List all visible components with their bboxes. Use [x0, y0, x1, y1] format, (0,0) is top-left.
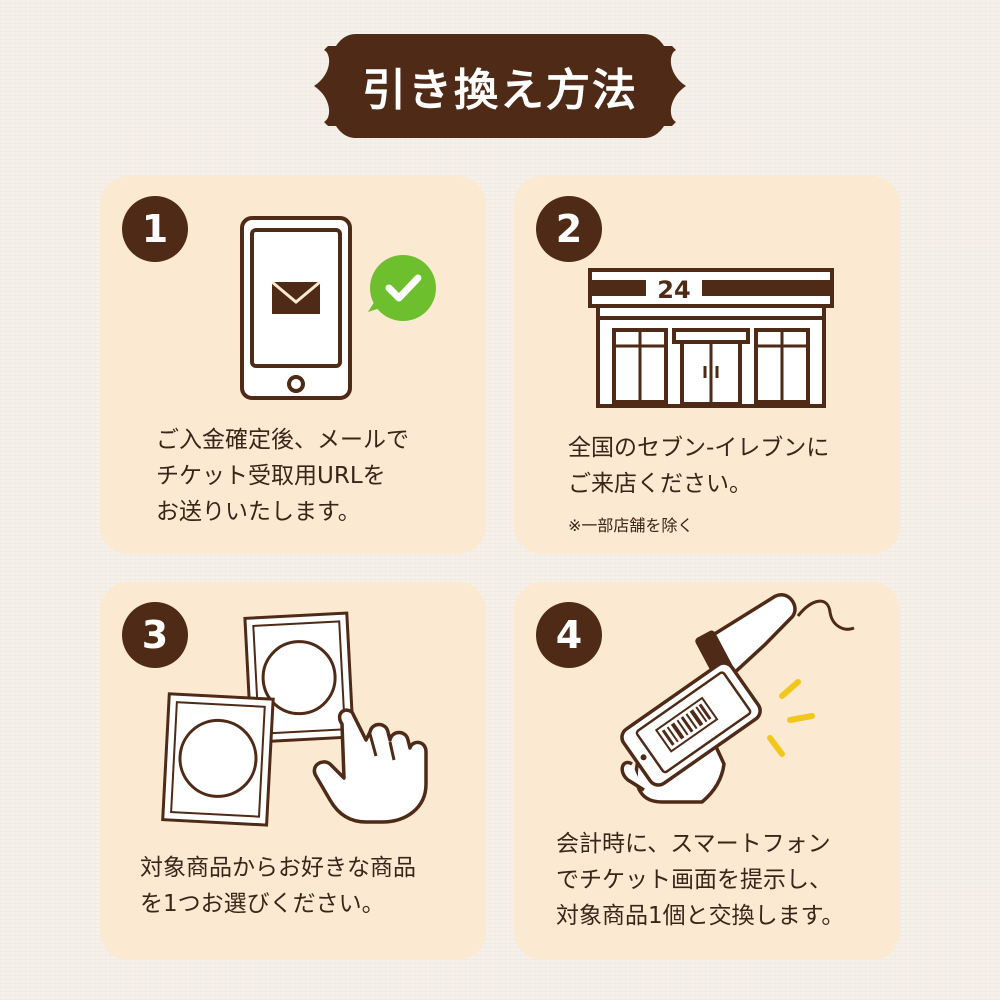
step-card-1: 1 ご入金確定後、メールで チケット受取用URLを お送りいたします。: [100, 176, 486, 554]
banner-shape: [314, 34, 686, 138]
smartphone-mail-icon: [240, 216, 436, 400]
barcode-scan-icon: [620, 593, 855, 804]
step-2-description: 全国のセブン-イレブンに ご来店ください。: [568, 435, 830, 497]
page-title: 引き換え方法: [362, 65, 638, 116]
convenience-store-icon: 24: [588, 268, 834, 408]
step-number-1: 1: [122, 196, 188, 262]
title-banner: 引き換え方法: [294, 24, 706, 148]
store-sign-24: 24: [657, 276, 690, 304]
step-number-2: 2: [536, 196, 602, 262]
step-4-description: 会計時に、スマートフォン でチケット画面を提示し、 対象商品1個と交換します。: [556, 831, 845, 929]
step-card-2: 2 24 全国のセブン-イレブンに ご来店ください。 ※一部店舗を除く: [514, 176, 900, 554]
select-product-icon: [161, 611, 428, 827]
step-number-4: 4: [536, 602, 602, 668]
step-1-description: ご入金確定後、メールで チケット受取用URLを お送りいたします。: [156, 427, 409, 525]
step-3-description: 対象商品からお好きな商品 を1つお選びください。: [140, 855, 416, 917]
step-card-4: 4: [514, 582, 900, 960]
step-number-3: 3: [122, 602, 188, 668]
step-card-3: 3 対象商品からお好きな商品 を1つお選びください。: [100, 582, 486, 960]
step-2-note: ※一部店舗を除く: [568, 516, 694, 535]
